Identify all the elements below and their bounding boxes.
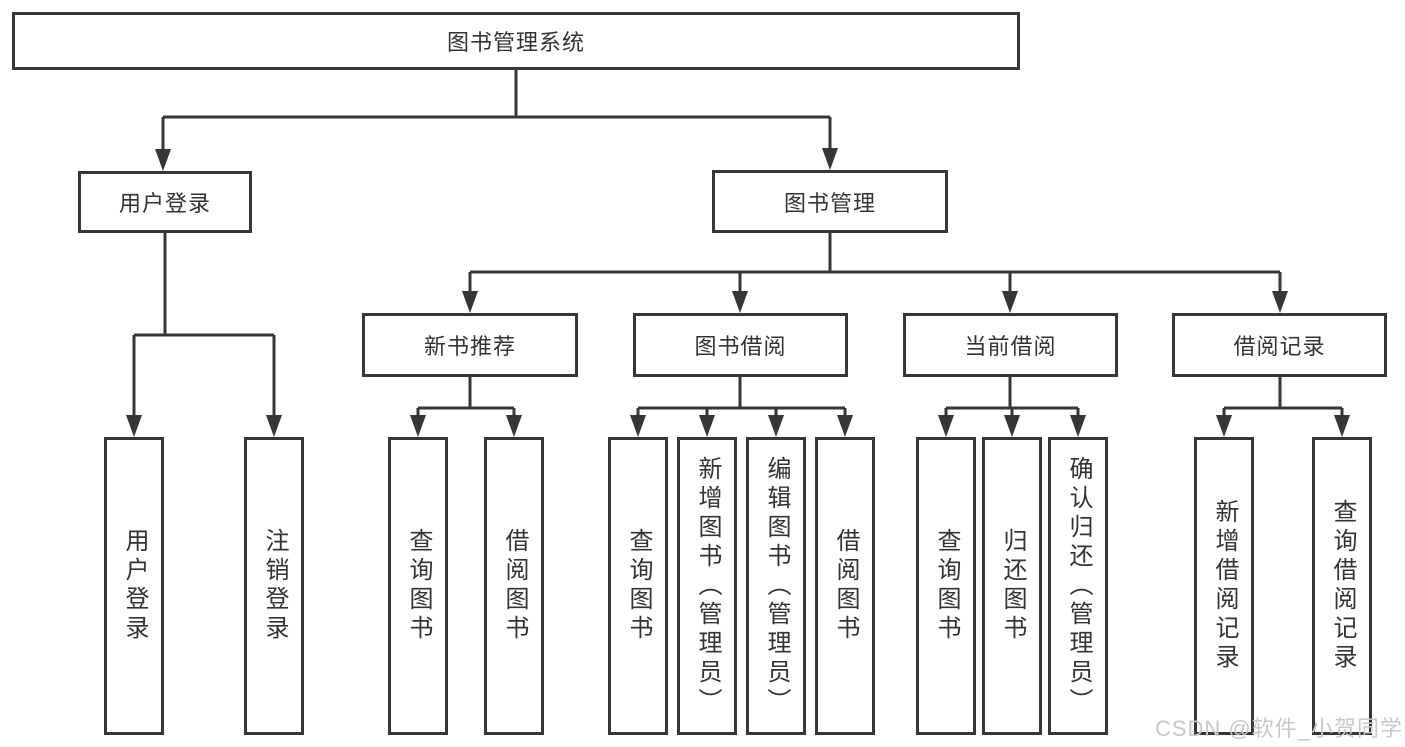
node-root-system: 图书管理系统 [12,12,1020,70]
leaf-confirm-return-admin: 确认归还（管理员） [1048,437,1108,735]
leaf-user-login: 用户登录 [104,437,164,735]
leaf-borrow-book: 借阅图书 [815,437,875,735]
node-book-borrow: 图书借阅 [633,313,848,377]
node-new-book-recommend: 新书推荐 [362,313,578,377]
node-book-management: 图书管理 [712,170,948,233]
leaf-query-book-recommend: 查询图书 [388,437,448,735]
leaf-query-borrow-record: 查询借阅记录 [1312,437,1372,735]
leaf-add-book-admin: 新增图书（管理员） [677,437,737,735]
leaf-return-book: 归还图书 [982,437,1042,735]
leaf-add-borrow-record: 新增借阅记录 [1194,437,1254,735]
leaf-logout: 注销登录 [244,437,304,735]
arrowhead-icons [126,148,1350,437]
leaf-query-book-borrow: 查询图书 [608,437,668,735]
leaf-query-book-current: 查询图书 [916,437,976,735]
node-user-login: 用户登录 [78,171,252,233]
leaf-borrow-book-recommend: 借阅图书 [484,437,544,735]
node-borrow-record: 借阅记录 [1172,313,1387,377]
csdn-watermark: CSDN @软件_小贺同学 [1154,716,1403,741]
leaf-edit-book-admin: 编辑图书（管理员） [746,437,806,735]
node-current-borrow: 当前借阅 [903,313,1118,377]
